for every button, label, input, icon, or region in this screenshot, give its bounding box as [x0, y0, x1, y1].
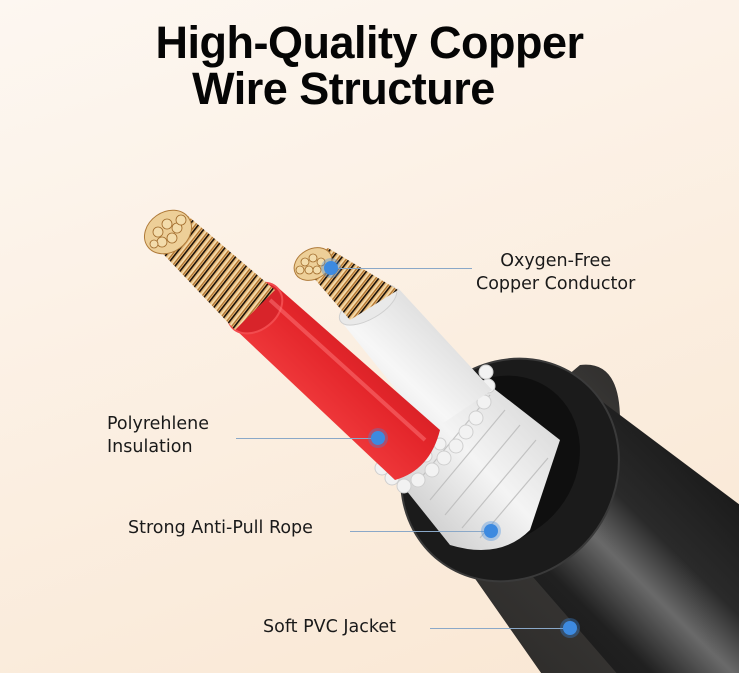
callout-conductor-leader: [338, 268, 472, 269]
callout-rope-leader: [350, 531, 484, 532]
callout-jacket-marker[interactable]: [563, 621, 577, 635]
copper-strands-left: [144, 209, 275, 330]
callout-jacket-leader: [430, 628, 564, 629]
callout-rope-marker[interactable]: [484, 524, 498, 538]
callout-insulation-marker[interactable]: [371, 431, 385, 445]
callout-insulation-line-2: Insulation: [107, 437, 193, 457]
callout-conductor-label: Oxygen-Free Copper Conductor: [476, 250, 635, 296]
callout-rope-line-1: Strong Anti-Pull Rope: [128, 518, 313, 538]
title-line-1: High-Quality Copper: [155, 17, 585, 68]
callout-insulation-label: Polyrehlene Insulation: [107, 413, 209, 459]
callout-insulation-leader: [236, 438, 373, 439]
callout-insulation-line-1: Polyrehlene: [107, 414, 210, 434]
title-line-2: Wire Structure: [192, 63, 495, 114]
callout-conductor-line-1: Oxygen-Free: [500, 251, 612, 271]
callout-conductor-line-2: Copper Conductor: [476, 274, 636, 294]
page-title: High-Quality Copper Wire Structure: [0, 20, 739, 112]
callout-jacket-label: Soft PVC Jacket: [263, 616, 396, 639]
callout-conductor-marker[interactable]: [324, 261, 338, 275]
callout-rope-label: Strong Anti-Pull Rope: [128, 517, 313, 540]
callout-jacket-line-1: Soft PVC Jacket: [263, 617, 397, 637]
